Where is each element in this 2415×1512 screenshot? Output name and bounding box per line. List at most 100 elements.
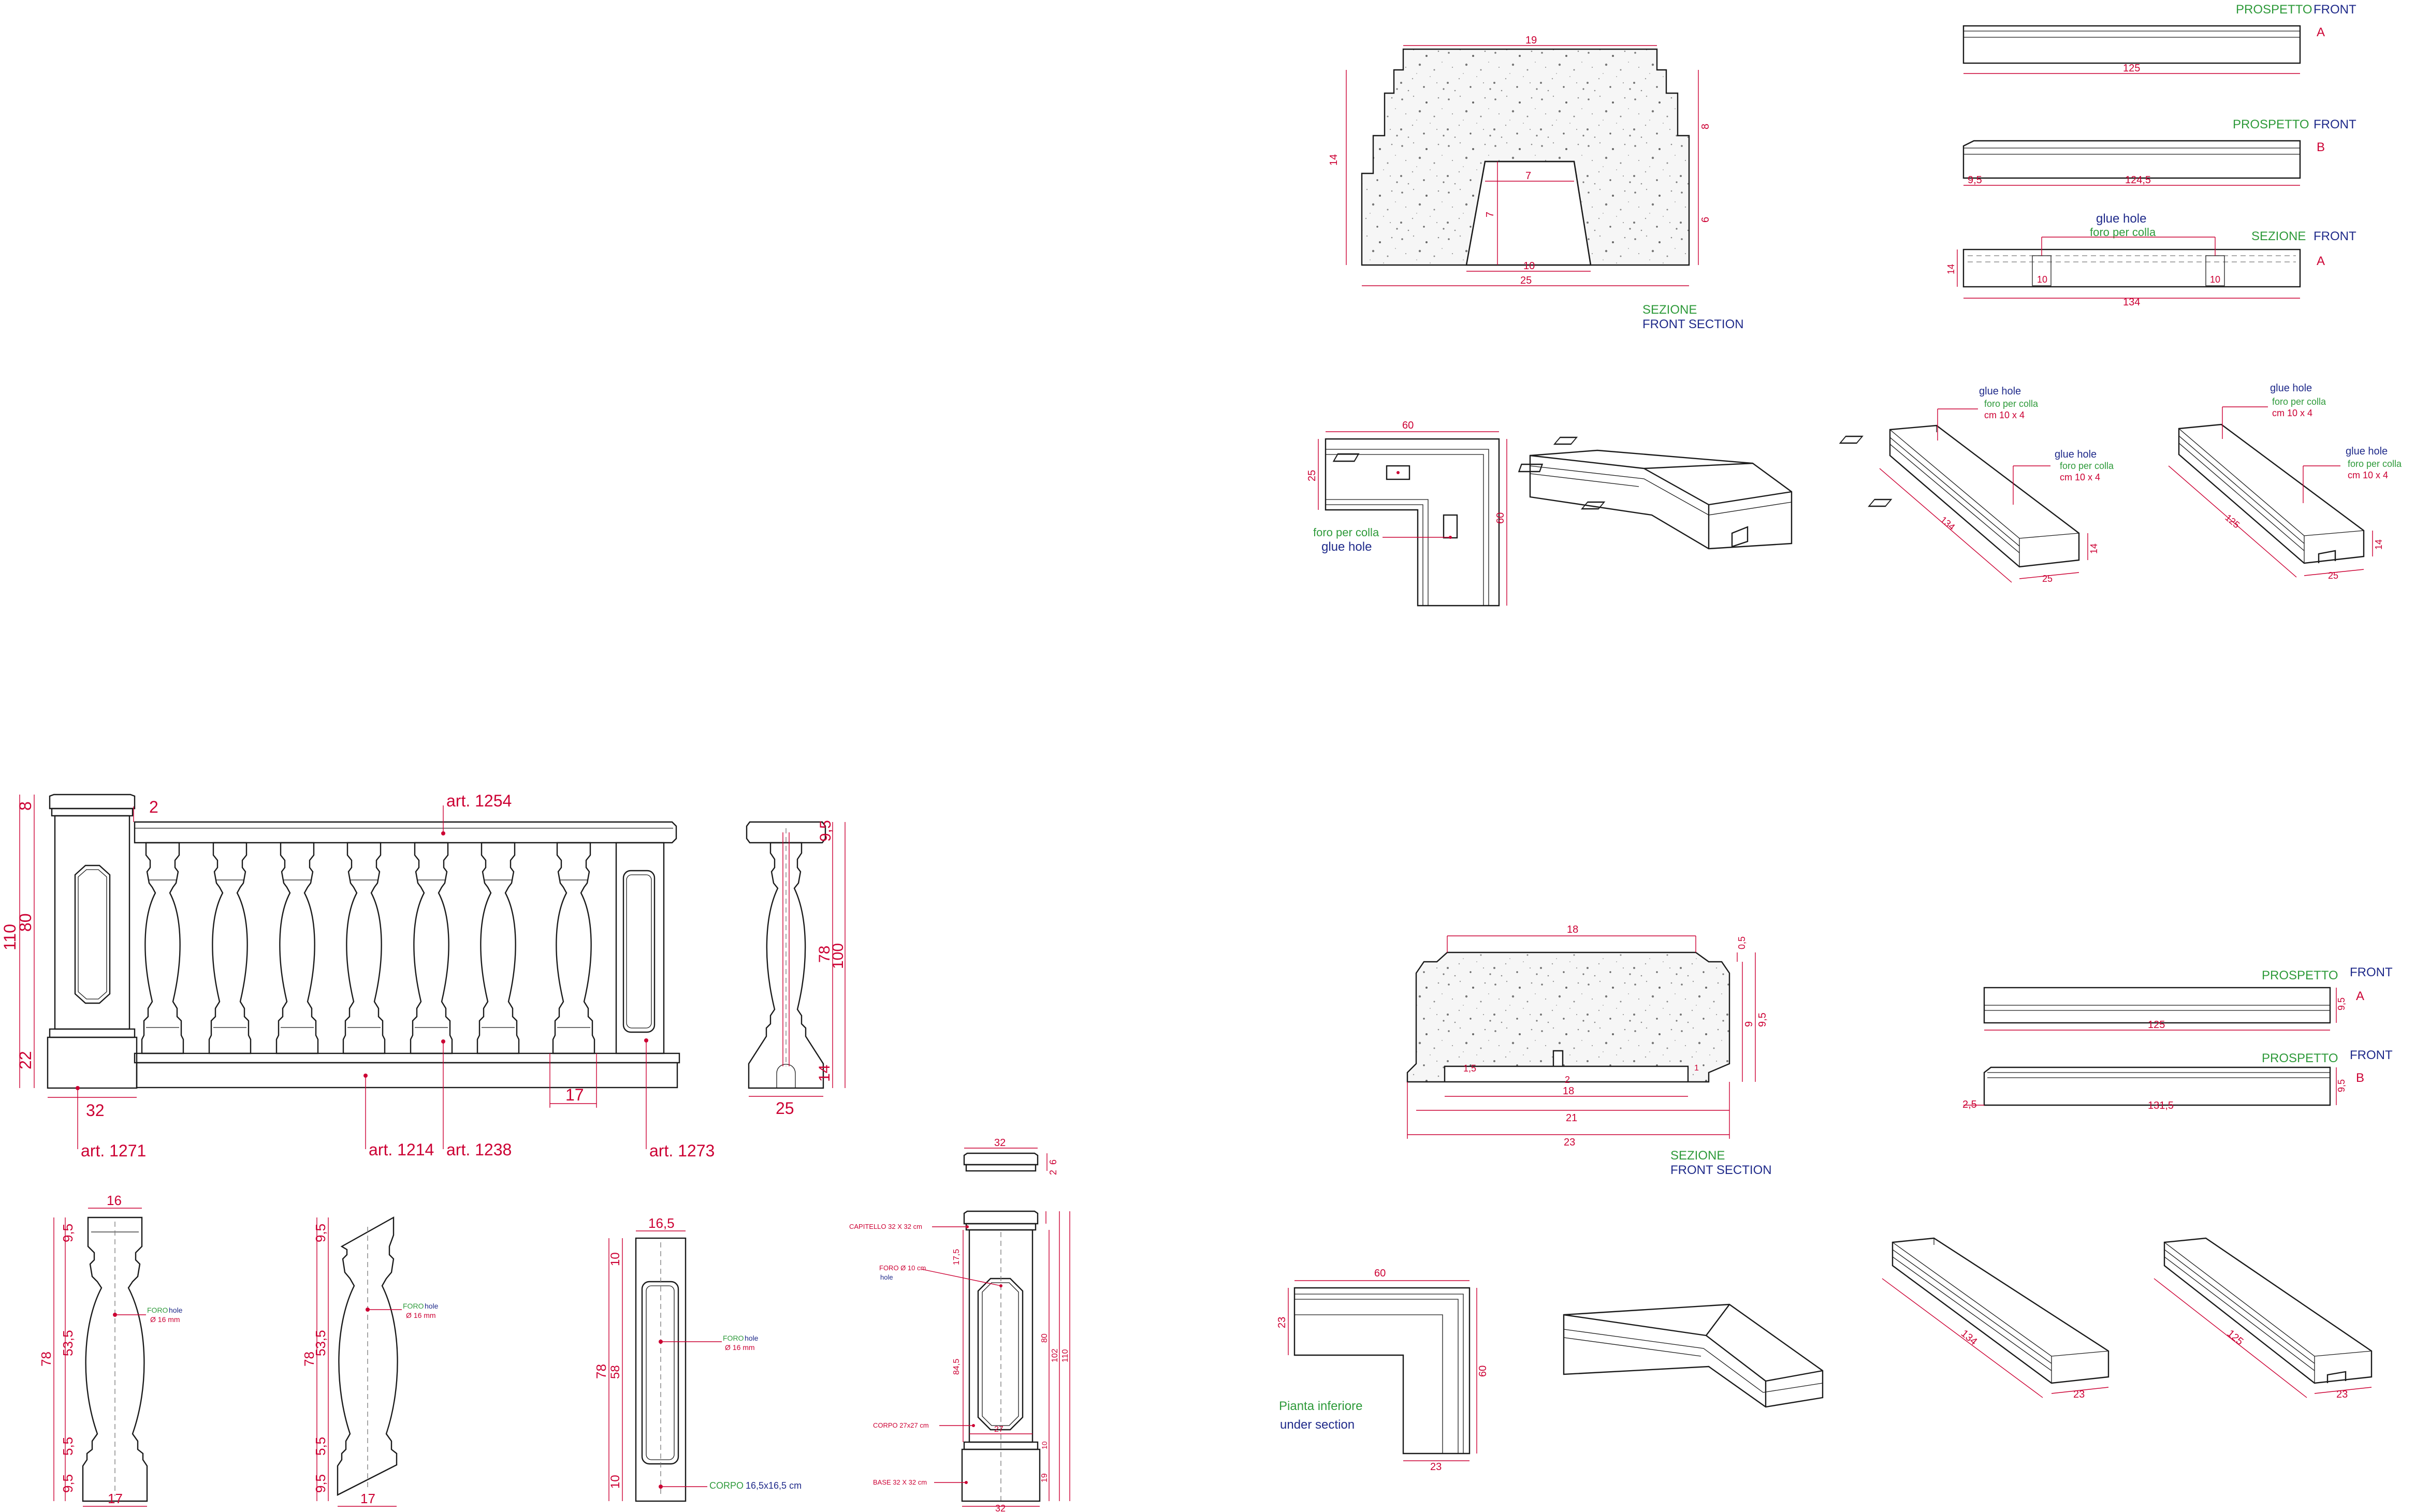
dim-body: 80	[1040, 1333, 1049, 1343]
dim-width: 25	[2328, 570, 2338, 581]
label-it: SEZIONE	[2251, 229, 2306, 243]
dim-cap-height: 6	[1048, 1159, 1058, 1165]
dim-cap: 8	[16, 801, 35, 811]
upper-cap-section: 19 14 8 7 6 7 10 25 SEZIONE FRONT SECTIO…	[1328, 35, 1744, 331]
section-label-it: SEZIONE	[1670, 1149, 1725, 1163]
dim-total-height: 110	[1, 924, 19, 950]
dim-length: 125	[2148, 1019, 2165, 1031]
dim-length: 125	[2123, 63, 2140, 74]
dim-side-step: 1	[1694, 1064, 1699, 1073]
dim-length: 124,5	[2125, 174, 2151, 186]
dim-base: 14	[816, 1065, 833, 1082]
dim-height-inner: 9	[1743, 1021, 1755, 1027]
dim-height: 60	[1477, 1366, 1489, 1377]
dim-height: 60	[1495, 512, 1506, 524]
capitello-label: CAPITELLO 32 X 32 cm	[849, 1223, 922, 1230]
dim-upper-right: 8	[1700, 124, 1711, 129]
letter: B	[2317, 140, 2325, 154]
art-pier: art. 1271	[81, 1141, 146, 1160]
glue-hole2-en: glue hole	[2055, 449, 2097, 460]
dim-top: 10	[608, 1252, 622, 1266]
dim-width: 25	[776, 1099, 794, 1118]
dim-base: 9,5	[313, 1474, 328, 1493]
foro-label-en: hole	[880, 1273, 893, 1281]
hole-size: cm 10 x 4	[1984, 410, 2025, 420]
hole-size: Ø 16 mm	[406, 1311, 436, 1319]
pier-detail: 32 6 2 32 17,5 80 102 110 84,5 27 10 19 …	[849, 1137, 1070, 1512]
dim-depth: 25	[1306, 470, 1318, 481]
dim-total: 100	[830, 943, 847, 969]
under-label-en: under section	[1280, 1418, 1355, 1432]
dim-half-pier: 17	[565, 1085, 584, 1104]
art-baluster: art. 1238	[446, 1140, 512, 1159]
dim-body-width: 27	[994, 1425, 1003, 1434]
dim-depth: 23	[1276, 1317, 1288, 1328]
label-it: PROSPETTO	[2262, 1051, 2338, 1065]
dim-height: 9,5	[2336, 997, 2347, 1010]
upper-prospetto-a: PROSPETTO FRONT A 125	[1962, 3, 2356, 74]
baluster	[410, 842, 453, 1054]
hole-it: FORO	[723, 1334, 744, 1342]
balustrade-elevation: 110 8 80 22 32 2 17 art. 1254 art. 1271 …	[1, 791, 715, 1160]
dim-groove-depth: 1,5	[1463, 1063, 1476, 1074]
label-en: FRONT	[2350, 1048, 2393, 1062]
dim-height: 14	[2374, 539, 2384, 550]
dim-base-width: 32	[995, 1503, 1006, 1512]
dim-length: 125	[2225, 1328, 2246, 1347]
dim-offset: 2,5	[1962, 1099, 1977, 1110]
baluster	[476, 842, 520, 1054]
baluster	[141, 842, 184, 1054]
upper-corner-plan: 60 25 60 foro per colla glue hole	[1306, 420, 1507, 607]
lower-iso-134: 134 23	[1882, 1237, 2110, 1400]
dim-body: 21	[1566, 1112, 1577, 1124]
dim-cap: 9,5	[313, 1224, 328, 1242]
lower-iso-125: 125 23	[2154, 1237, 2373, 1400]
dim-baluster: 78	[816, 946, 833, 963]
hole2-size: cm 10 x 4	[2348, 470, 2388, 480]
dim-width: 16,5	[648, 1215, 675, 1231]
lower-corner-iso	[1563, 1303, 1824, 1408]
label-it: PROSPETTO	[2233, 118, 2309, 131]
upper-iso-125: glue hole foro per colla cm 10 x 4 glue …	[1839, 383, 2402, 581]
glue-hole-it: foro per colla	[2272, 397, 2326, 407]
glue-hole-it: foro per colla	[1984, 399, 2039, 409]
dim-height: 9,5	[2336, 1079, 2347, 1092]
dim-height: 78	[38, 1352, 54, 1367]
body-size: 16,5x16,5 cm	[746, 1480, 802, 1491]
letter: A	[2317, 25, 2325, 39]
hole-en: hole	[169, 1306, 183, 1314]
dim-groove: 18	[1563, 1085, 1574, 1097]
baluster-row	[141, 842, 595, 1054]
dim-ring: 5,5	[60, 1437, 76, 1456]
dim-cap-width: 32	[994, 1137, 1006, 1149]
hole2-size: cm 10 x 4	[2060, 472, 2100, 482]
art-plinth: art. 1214	[369, 1140, 434, 1159]
dim-bottom: 10	[608, 1475, 622, 1489]
hole-it: FORO	[147, 1306, 168, 1314]
dim-top: 16	[107, 1193, 122, 1208]
label-en: FRONT	[2350, 965, 2393, 979]
label-it: PROSPETTO	[2236, 3, 2312, 17]
dim-width: 25	[1520, 275, 1532, 286]
upper-sezione-a: glue hole foro per colla SEZIONE FRONT A…	[1946, 212, 2356, 308]
baluster	[275, 842, 319, 1054]
dim-overall: 110	[1061, 1349, 1070, 1362]
glue-hole-it: foro per colla	[2090, 226, 2156, 239]
baluster-half-detail: 9,5 53,5 78 5,5 9,5 17 FORO hole Ø 16 mm	[301, 1216, 439, 1507]
glue-hole-it: foro per colla	[1313, 526, 1379, 539]
dim-height: 14	[1946, 264, 1956, 274]
dim-width: 23	[1564, 1137, 1575, 1148]
glue-hole2-en: glue hole	[2346, 446, 2388, 457]
dim-width: 60	[1402, 420, 1414, 431]
dim-height: 78	[593, 1364, 609, 1379]
lower-cap-section: 18 0,5 9,5 9 1,5 2 18 21 23 1 SEZIONE FR…	[1406, 924, 1772, 1177]
dim-slot-top: 7	[1525, 170, 1531, 182]
dim-length: 134	[1938, 515, 1957, 533]
base-label: BASE 32 X 32 cm	[873, 1478, 927, 1486]
dim-top: 19	[1525, 35, 1537, 46]
dim-top-step: 0,5	[1737, 936, 1747, 949]
baluster-front-detail: 16 9,5 53,5 78 5,5 9,5 17 FORO hole Ø 16…	[38, 1193, 183, 1507]
label-it: PROSPETTO	[2262, 968, 2338, 982]
hole-en: hole	[425, 1302, 439, 1310]
